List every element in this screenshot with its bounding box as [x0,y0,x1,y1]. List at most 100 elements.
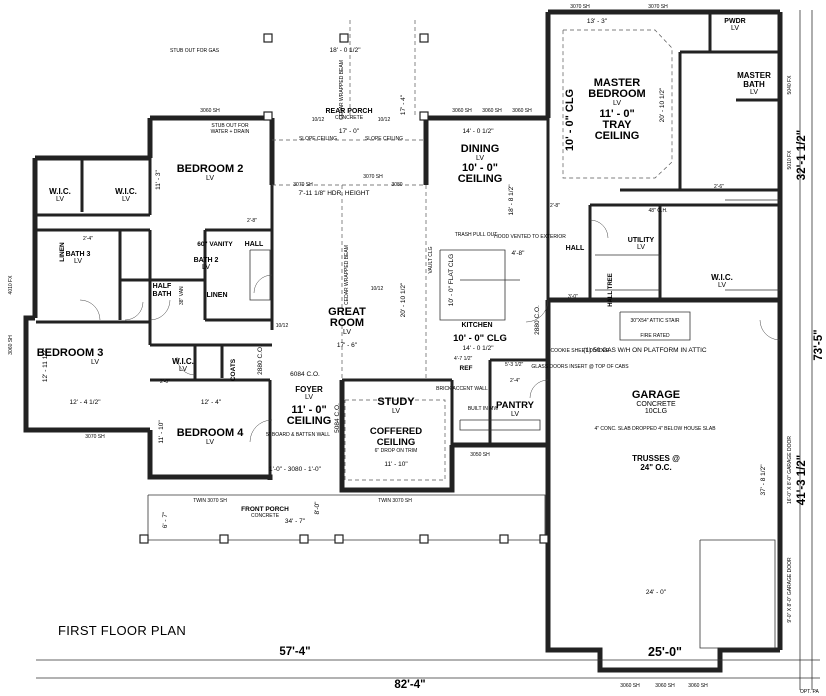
dim-house-width: 57'-4" [279,646,310,658]
rear-porch-width: 17' - 0" [339,128,360,135]
bath2-label: BATH 2 [194,257,219,264]
study-coffered: COFFERED [370,426,422,437]
rear-porch-depth: 17' - 4" [400,94,407,115]
trusses-note2: 24" O.C. [640,463,671,472]
kitchen-vault: VAULT CLG [428,246,434,273]
dim-2-6: 2'-6" [714,184,724,190]
rear-porch-pitch2: 10/12 [378,117,391,123]
great-room-width: 17' - 6" [337,342,358,349]
half-bath-label: HALF [153,283,172,290]
front-porch-label: FRONT PORCH [241,506,289,513]
fire-rated-note: FIRE RATED [640,333,670,339]
window-left1b: 3070 SH [363,174,383,180]
pwdr-label: PWDR [724,18,745,25]
window-left2: 3080 [391,182,402,188]
board-note: 5" BOARD & BATTEN WALL [266,432,330,438]
bedroom4-width: 12' - 4" [201,399,222,406]
dim-overall-depth: 73'-5" [813,329,825,360]
master-bedroom-ceiling-tray: TRAY [603,119,633,131]
coffered-drop: 6" DROP ON TRIM [375,448,418,454]
window-top3: 3060 SH [200,108,220,114]
kitchen-flat: 10' - 0" FLAT CLG [448,254,455,306]
foyer-ceiling: 11' - 0" [291,404,326,416]
bath2-floor: LV [202,264,210,271]
master-bedroom-depth: 20' - 10 1/2" [659,87,666,122]
great-room-pitch: 10/12 [371,286,384,292]
bedroom2-width: 11' - 3" [155,169,162,189]
master-bedroom-floor: LV [613,100,621,107]
dining-ceiling2: CEILING [458,173,503,185]
window-rear3: 3060 SH [512,108,532,114]
garage-floor: CONCRETE [636,401,676,408]
master-bedroom-clg: 10' - 0" CLG [564,89,576,151]
front-porch-depth: 6' - 7" [162,511,169,528]
linen-b-label: LINEN [207,292,228,299]
garage-label: GARAGE [632,389,680,401]
utility-floor: LV [637,244,645,251]
kitchen-width: 14' - 0 1/2" [462,345,494,352]
hood-note: HOOD VENTED TO EXTERIOR [494,234,566,240]
pantry-label: PANTRY [496,400,535,411]
bedroom2-floor: LV [206,175,214,182]
utility-label: UTILITY [628,237,655,244]
dim-4-7: 4'-7 1/2" [454,356,473,362]
great-room-floor: LV [343,329,351,336]
kitchen-ceiling: 10' - 0" CLG [453,333,507,344]
study-coffered2: CEILING [377,437,416,448]
bath3-label: BATH 3 [66,251,91,258]
great-room-pitch2: 10/12 [276,323,289,329]
garage-clg: 10CLG [645,408,667,415]
interior-walls [35,12,780,477]
window-bottom2: 3060 SH [655,683,675,689]
garage-depth: 37' - 8 1/2" [760,464,767,496]
pwdr-floor: LV [731,25,739,32]
dim-overall-width: 82'-4" [394,679,425,691]
kitchen-label: KITCHEN [461,322,492,329]
ref-label: REF [460,365,473,372]
dim-right-lower: 41'-3 1/2" [796,455,808,505]
garage-door-2: 9'-0" X 8'-0" GARAGE DOOR [787,557,793,623]
window-front1: TWIN 3070 SH [193,498,227,504]
hall-co: 2880 C.O. [257,345,264,375]
window-left1: 3070 SH [293,182,313,188]
bedroom4-floor: LV [206,439,214,446]
rear-porch-floor: CONCRETE [335,115,364,121]
overall-dimensions: 57'-4" 82'-4" 32'-1 1/2" 41'-3 1/2" 73'-… [279,130,825,695]
rear-porch-label: REAR PORCH [325,108,372,115]
dim-3-0: 3'-0" [568,294,578,300]
dim-right-upper: 32'-1 1/2" [796,130,808,180]
window-top1: 3070 SH [570,4,590,10]
bedroom3-depth: 12' - 11 1/2" [42,347,49,382]
attic-note: (1) 50 GAS W/H ON PLATFORM IN ATTIC [583,347,707,354]
plan-title: FIRST FLOOR PLAN [58,623,186,638]
window-rear1: 3060 SH [452,108,472,114]
dim-2-8: 2'-8" [550,203,560,209]
vanity-note: 60" VANITY [197,241,233,248]
dim-5-3: 5'-3 1/2" [505,362,524,368]
wic-c-label: W.I.C. [172,357,194,366]
trash-note: TRASH PULL OUT [455,232,498,238]
slab-note: 4" CONC. SLAB DROPPED 4" BELOW HOUSE SLA… [594,426,716,432]
rear-porch-pitch: 10/12 [312,117,325,123]
foyer-floor: LV [305,394,313,401]
bath3-floor: LV [74,258,82,265]
attic-stair-note: 30"X54" ATTIC STAIR [631,318,680,324]
dim-2-4: 2'-4" [83,236,93,242]
front-porch-floor: CONCRETE [251,513,280,519]
great-co: 6084 C.O. [290,371,320,378]
dim-2-4b: 2'-4" [510,378,520,384]
wic-c-floor: LV [179,366,187,373]
study-width: 11' - 10" [384,461,408,468]
hall-tree-label: HALL TREE [608,273,614,307]
ceiling-and-beam-lines [36,10,820,690]
dining-width: 14' - 0 1/2" [462,128,494,135]
oh-note: 48" O.H. [648,208,667,214]
coats-label: COATS [230,358,237,381]
built-in-note: BUILT IN MW [468,406,499,412]
great-room-label: GREAT [328,306,366,318]
trusses-note: TRUSSES @ [632,454,680,463]
garage-width: 24' - 0" [646,589,667,596]
stub-gas-note: STUB OUT FOR GAS [170,48,220,54]
hall-b-label: HALL [566,245,585,252]
